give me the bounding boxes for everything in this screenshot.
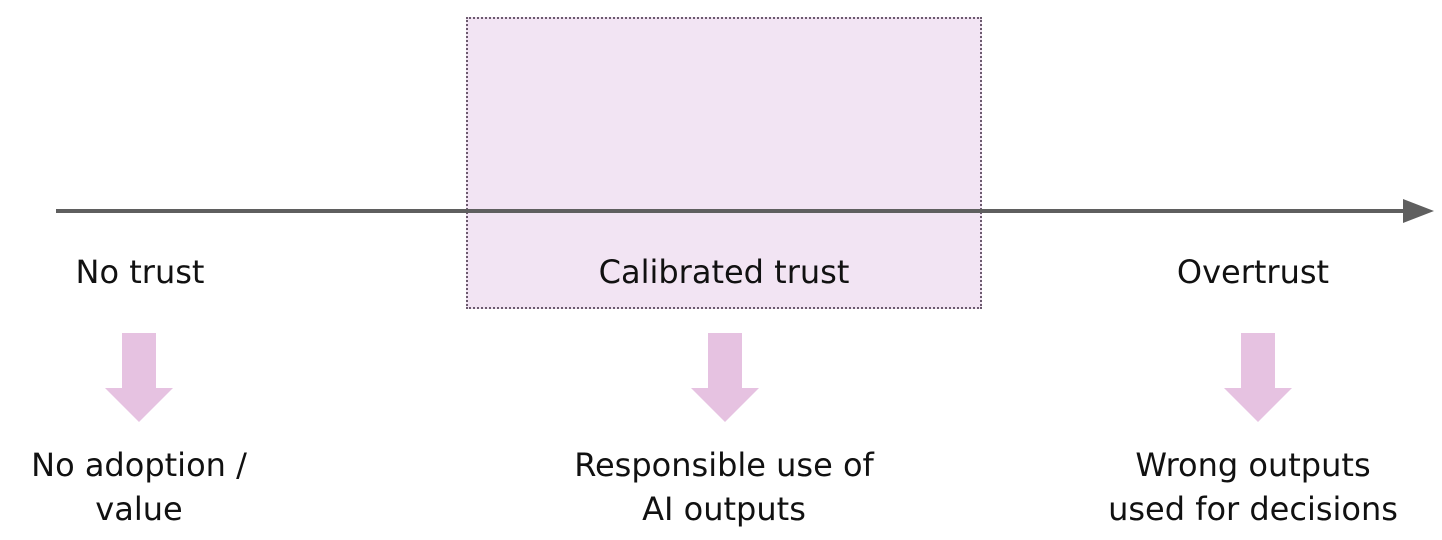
down-arrow-icon [105, 333, 173, 422]
down-arrow-icon [691, 333, 759, 422]
down-arrow-icon [1224, 333, 1292, 422]
calibrated-trust-zone [466, 17, 982, 309]
outcome-overtrust: Wrong outputs used for decisions [1068, 443, 1438, 531]
stage-label-calibrated-trust: Calibrated trust [598, 253, 850, 291]
outcome-line: No adoption / [31, 446, 247, 484]
outcome-line: Wrong outputs [1135, 446, 1371, 484]
stage-label-overtrust: Overtrust [1176, 253, 1330, 291]
outcome-line: used for decisions [1108, 490, 1398, 528]
outcome-line: AI outputs [642, 490, 806, 528]
outcome-calibrated-trust: Responsible use of AI outputs [524, 443, 924, 531]
axis-arrowhead [1403, 199, 1434, 223]
outcome-line: value [95, 490, 183, 528]
stage-label-no-trust: No trust [75, 253, 205, 291]
outcome-no-trust: No adoption / value [0, 443, 278, 531]
outcome-line: Responsible use of [574, 446, 874, 484]
